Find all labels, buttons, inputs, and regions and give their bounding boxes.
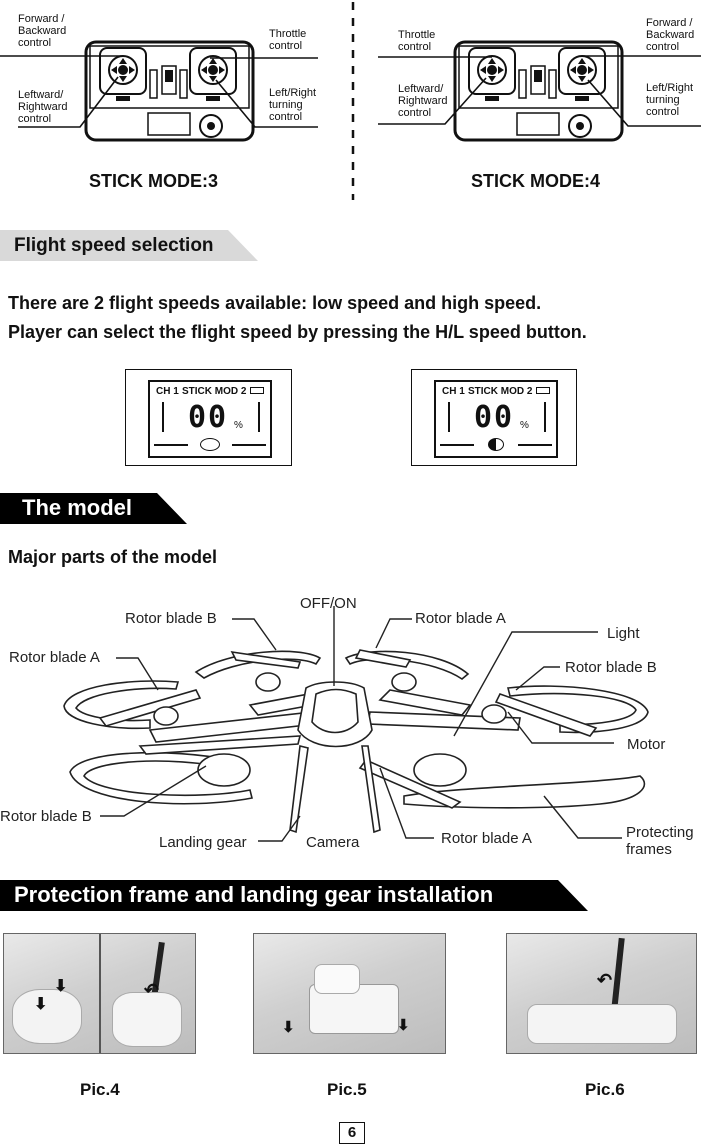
flight-speed-heading-banner: Flight speed selection — [0, 230, 258, 261]
model-heading: The model — [22, 495, 133, 520]
lcd-unit: % — [520, 420, 529, 431]
lcd-screen: CH 1 STICK MOD 2 00 % — [434, 380, 558, 458]
pic4-caption: Pic.4 — [80, 1080, 120, 1099]
low-speed-indicator-icon — [200, 438, 220, 451]
pic6-caption: Pic.6 — [585, 1080, 625, 1099]
rotate-arrow-icon: ↶ — [144, 980, 160, 1000]
flight-speed-line-2: Player can select the flight speed by pr… — [8, 322, 587, 342]
pic5-caption: Pic.5 — [327, 1080, 367, 1099]
lcd-value: 00 — [474, 400, 515, 435]
lcd-channel: CH 1 — [442, 386, 465, 397]
landing-gear-part-icon — [527, 1004, 677, 1044]
landing-gear-part-icon — [112, 992, 182, 1047]
down-arrow-icon: ⬇ — [34, 996, 48, 1013]
part-landing-gear-label: Landing gear — [159, 834, 247, 851]
mode4-leader-lines — [378, 55, 701, 127]
frame-part-icon — [12, 989, 82, 1044]
part-rotor-blade-b-left-label: Rotor blade B — [0, 808, 92, 825]
stick-mode-4-title: STICK MODE:4 — [471, 171, 601, 191]
lcd-display-low-speed: CH 1 STICK MOD 2 00 % — [125, 369, 292, 466]
mode3-turning-label: Left/Right turning control — [269, 87, 317, 123]
pic5-photo: ⬇ ⬇ — [253, 933, 446, 1054]
rotate-arrow-icon: ↶ — [597, 970, 613, 990]
lcd-right-trim-bar — [544, 402, 546, 432]
down-arrow-icon: ⬇ — [54, 978, 68, 995]
battery-icon — [536, 387, 550, 394]
part-rotor-blade-b-right-label: Rotor blade B — [565, 659, 657, 676]
screwdriver-icon — [611, 937, 625, 1011]
part-motor-label: Motor — [627, 736, 666, 753]
mode3-leftward-rightward-label: Leftward/ Rightward control — [18, 89, 68, 125]
down-arrow-icon: ⬇ — [397, 1017, 410, 1034]
high-speed-indicator-icon — [488, 438, 504, 451]
mode4-forward-backward-label: Forward / Backward control — [646, 17, 695, 53]
part-off-on-label: OFF/ON — [300, 595, 357, 612]
model-subheading: Major parts of the model — [8, 547, 218, 567]
lcd-screen: CH 1 STICK MOD 2 00 % — [148, 380, 272, 458]
mode3-forward-backward-label: Forward / Backward control — [18, 13, 67, 49]
lcd-stick-mode: STICK MOD 2 — [468, 386, 533, 397]
transmitter-mode3-icon — [84, 40, 255, 142]
lcd-stick-mode: STICK MOD 2 — [182, 386, 247, 397]
drone-body-icon — [314, 964, 360, 994]
drone-diagram — [63, 606, 649, 842]
part-rotor-blade-a-top-label: Rotor blade A — [415, 610, 506, 627]
lcd-left-trim-bar — [162, 402, 164, 432]
stick-mode-diagrams — [0, 2, 701, 200]
part-rotor-blade-a-left-label: Rotor blade A — [9, 649, 100, 666]
part-rotor-blade-b-top-label: Rotor blade B — [125, 610, 217, 627]
lcd-bottom-trim-right — [518, 444, 552, 446]
lcd-value: 00 — [188, 400, 229, 435]
mode4-turning-label: Left/Right turning control — [646, 82, 694, 118]
lcd-left-trim-bar — [448, 402, 450, 432]
stick-mode-3-title: STICK MODE:3 — [89, 171, 219, 191]
flight-speed-line-1: There are 2 flight speeds available: low… — [8, 293, 542, 313]
mode3-leader-lines — [0, 55, 318, 128]
mode4-leftward-rightward-label: Leftward/ Rightward control — [398, 83, 448, 119]
part-light-label: Light — [607, 625, 640, 642]
model-heading-banner: The model — [0, 493, 187, 524]
down-arrow-icon: ⬇ — [282, 1019, 295, 1036]
lcd-bottom-trim-left — [440, 444, 474, 446]
lcd-bottom-trim-left — [154, 444, 188, 446]
installation-heading-banner: Protection frame and landing gear instal… — [0, 880, 588, 911]
lcd-unit: % — [234, 420, 243, 431]
installation-heading: Protection frame and landing gear instal… — [14, 882, 494, 907]
lcd-right-trim-bar — [258, 402, 260, 432]
part-protecting-frames-label: Protecting frames — [626, 824, 694, 858]
part-rotor-blade-a-bottom-label: Rotor blade A — [441, 830, 532, 847]
part-camera-label: Camera — [306, 834, 360, 851]
lcd-channel: CH 1 — [156, 386, 179, 397]
flight-speed-heading: Flight speed selection — [14, 235, 214, 256]
photo-divider — [99, 934, 101, 1053]
pic4-photo: ⬇ ⬇ ↶ — [3, 933, 196, 1054]
mode3-throttle-label: Throttle control — [269, 28, 307, 52]
lcd-bottom-trim-right — [232, 444, 266, 446]
battery-icon — [250, 387, 264, 394]
drone-leader-lines — [100, 606, 622, 842]
drone-illustration-icon — [63, 649, 649, 834]
lcd-display-high-speed: CH 1 STICK MOD 2 00 % — [411, 369, 577, 466]
mode4-throttle-label: Throttle control — [398, 29, 436, 53]
page-number: 6 — [339, 1122, 365, 1144]
pic6-photo: ↶ — [506, 933, 697, 1054]
